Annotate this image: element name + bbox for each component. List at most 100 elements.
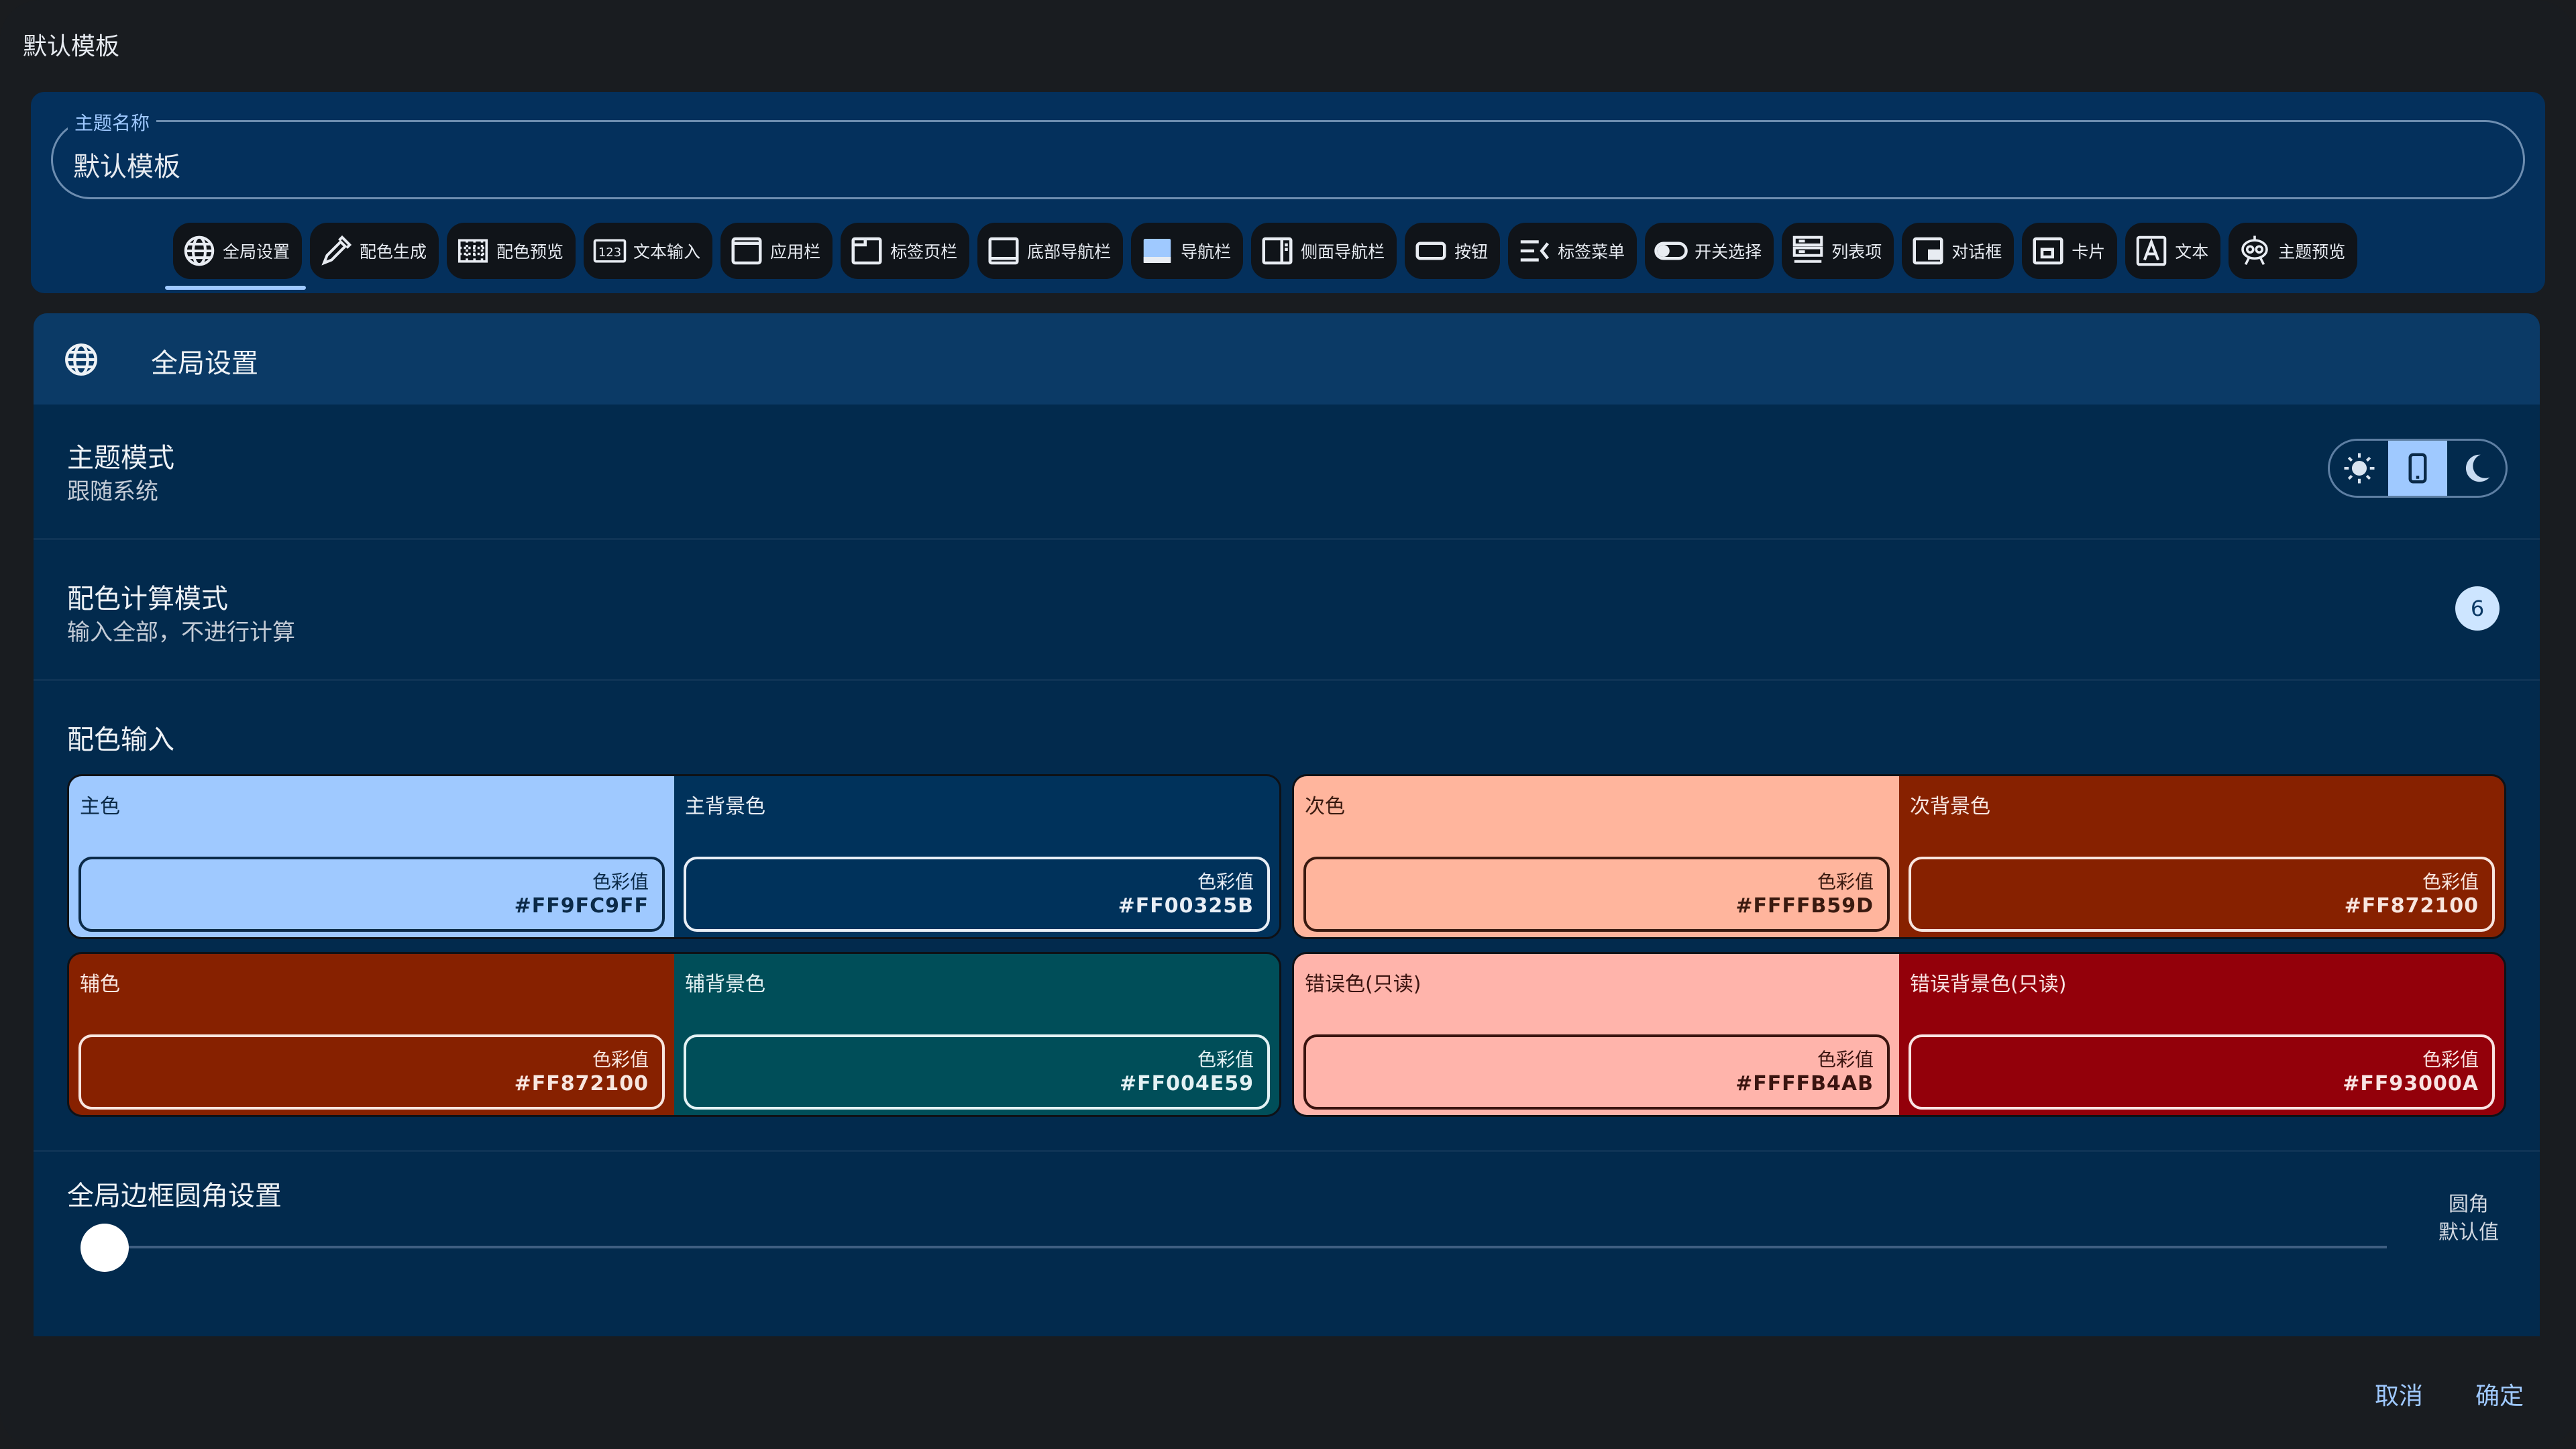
dark-mode-button[interactable] xyxy=(2447,441,2506,496)
tag-menu-icon xyxy=(1520,240,1550,262)
color-value: #FF872100 xyxy=(514,1072,649,1095)
color-value-label: 色彩值 xyxy=(2422,871,2479,893)
tab-label: 开关选择 xyxy=(1695,242,1762,262)
divider xyxy=(34,679,2540,681)
color-value-label: 色彩值 xyxy=(2422,1049,2479,1071)
radius-title: 全局边框圆角设置 xyxy=(67,1181,282,1212)
tab-list-item[interactable]: 列表项 xyxy=(1782,223,1894,279)
tab-text[interactable]: 文本 xyxy=(2125,223,2221,279)
tab-color-preview[interactable]: 配色预览 xyxy=(447,223,576,279)
tab-side-nav[interactable]: 侧面导航栏 xyxy=(1251,223,1397,279)
color-value-label: 色彩值 xyxy=(1817,871,1874,893)
tertiary-background-swatch: 辅背景色 色彩值 #FF004E59 xyxy=(674,954,1279,1115)
color-value-field[interactable]: 色彩值 #FFFFB59D xyxy=(1303,857,1890,932)
tab-label: 全局设置 xyxy=(223,242,290,262)
svg-text:123: 123 xyxy=(598,246,621,260)
light-mode-button[interactable] xyxy=(2330,441,2388,496)
cancel-button[interactable]: 取消 xyxy=(2375,1383,2424,1410)
swatch-label: 辅色 xyxy=(80,973,120,996)
header-panel: 主题名称 默认模板 全局设置 配色生成 配色预览 123 文本输入 应用 xyxy=(31,92,2545,293)
moon-icon xyxy=(2466,454,2490,482)
color-value: #FFFFB59D xyxy=(1735,894,1874,918)
color-calc-value: 输入全部，不进行计算 xyxy=(67,619,295,646)
side-nav-icon xyxy=(1262,237,1293,265)
tab-global-settings[interactable]: 全局设置 xyxy=(164,223,307,290)
tab-card[interactable]: 卡片 xyxy=(2022,223,2118,279)
color-value-field: 色彩值 #FFFFB4AB xyxy=(1303,1034,1890,1110)
theme-name-field[interactable]: 主题名称 默认模板 xyxy=(51,109,2525,199)
tab-nav-bar[interactable]: 导航栏 xyxy=(1131,223,1244,279)
tab-bottom-nav[interactable]: 底部导航栏 xyxy=(977,223,1124,279)
primary-color-swatch: 主色 色彩值 #FF9FC9FF xyxy=(69,776,674,937)
tab-label: 卡片 xyxy=(2072,242,2106,262)
dialog-icon xyxy=(1913,237,1943,265)
tab-label: 列表项 xyxy=(1831,242,1882,262)
color-value-field: 色彩值 #FF93000A xyxy=(1909,1034,2495,1110)
color-value-label: 色彩值 xyxy=(592,871,649,893)
secondary-background-swatch: 次背景色 色彩值 #FF872100 xyxy=(1899,776,2504,937)
section-title: 全局设置 xyxy=(151,348,258,379)
confirm-button[interactable]: 确定 xyxy=(2475,1383,2524,1410)
divider xyxy=(34,538,2540,540)
nav-bar-icon xyxy=(1143,239,1171,263)
tab-text-input[interactable]: 123 文本输入 xyxy=(584,223,713,279)
color-value-field[interactable]: 色彩值 #FF004E59 xyxy=(684,1034,1270,1110)
robot-icon xyxy=(2241,235,2269,266)
tab-label: 侧面导航栏 xyxy=(1301,242,1385,262)
tab-switch[interactable]: 开关选择 xyxy=(1645,223,1774,279)
error-color-group: 错误色(只读) 色彩值 #FFFFB4AB 错误背景色(只读) 色彩值 #FF9… xyxy=(1292,952,2506,1117)
swatch-label: 辅背景色 xyxy=(685,973,765,996)
color-value-label: 色彩值 xyxy=(1197,1049,1254,1071)
color-value-field[interactable]: 色彩值 #FF9FC9FF xyxy=(78,857,665,932)
tertiary-color-swatch: 辅色 色彩值 #FF872100 xyxy=(69,954,674,1115)
system-mode-button[interactable] xyxy=(2388,441,2447,496)
color-calc-title: 配色计算模式 xyxy=(67,584,228,614)
divider xyxy=(34,1150,2540,1152)
tab-theme-preview[interactable]: 主题预览 xyxy=(2229,223,2358,279)
sun-icon xyxy=(2344,453,2375,484)
color-input-title: 配色输入 xyxy=(67,724,174,755)
theme-name-label: 主题名称 xyxy=(68,109,157,136)
radius-slider-track[interactable] xyxy=(106,1246,2387,1248)
theme-name-input[interactable]: 默认模板 xyxy=(73,152,180,182)
tab-button[interactable]: 按钮 xyxy=(1405,223,1501,279)
radius-label-line2: 默认值 xyxy=(2438,1221,2499,1244)
tab-label: 按钮 xyxy=(1454,242,1489,262)
swatch-label: 主色 xyxy=(80,795,120,818)
color-value: #FF9FC9FF xyxy=(514,894,649,918)
secondary-color-swatch: 次色 色彩值 #FFFFB59D xyxy=(1294,776,1899,937)
dialog-title: 默认模板 xyxy=(23,33,120,60)
tab-bar-icon xyxy=(851,237,882,265)
radius-slider-thumb[interactable] xyxy=(80,1224,129,1272)
tab-tag-menu[interactable]: 标签菜单 xyxy=(1508,223,1638,279)
text-icon xyxy=(2136,235,2167,266)
color-value-field[interactable]: 色彩值 #FF872100 xyxy=(1909,857,2495,932)
card-icon xyxy=(2033,237,2063,265)
list-item-icon xyxy=(1792,235,1823,263)
tab-dialog[interactable]: 对话框 xyxy=(1902,223,2015,279)
color-value-label: 色彩值 xyxy=(1197,871,1254,893)
tab-label: 标签页栏 xyxy=(890,242,958,262)
app-bar-icon xyxy=(731,237,762,265)
color-value-field[interactable]: 色彩值 #FF872100 xyxy=(78,1034,665,1110)
radius-value-label: 圆角 默认值 xyxy=(2422,1191,2516,1247)
theme-mode-toggle xyxy=(2328,439,2508,498)
tab-tab-bar[interactable]: 标签页栏 xyxy=(841,223,970,279)
input-123-icon: 123 xyxy=(593,239,627,263)
tab-label: 文本输入 xyxy=(633,242,701,262)
tab-label: 配色预览 xyxy=(496,242,564,262)
color-value: #FF004E59 xyxy=(1120,1072,1254,1095)
tab-color-generate[interactable]: 配色生成 xyxy=(310,223,439,279)
color-value: #FF872100 xyxy=(2344,894,2479,918)
tab-label: 底部导航栏 xyxy=(1027,242,1112,262)
theme-mode-value: 跟随系统 xyxy=(67,478,158,505)
tab-app-bar[interactable]: 应用栏 xyxy=(720,223,833,279)
color-value: #FFFFB4AB xyxy=(1735,1072,1874,1095)
button-icon xyxy=(1415,241,1446,260)
swatch-label: 错误色(只读) xyxy=(1305,973,1421,996)
swatch-label: 次背景色 xyxy=(1910,795,1990,818)
color-calc-badge[interactable]: 6 xyxy=(2455,586,2500,631)
color-value-label: 色彩值 xyxy=(1817,1049,1874,1071)
color-value-field[interactable]: 色彩值 #FF00325B xyxy=(684,857,1270,932)
